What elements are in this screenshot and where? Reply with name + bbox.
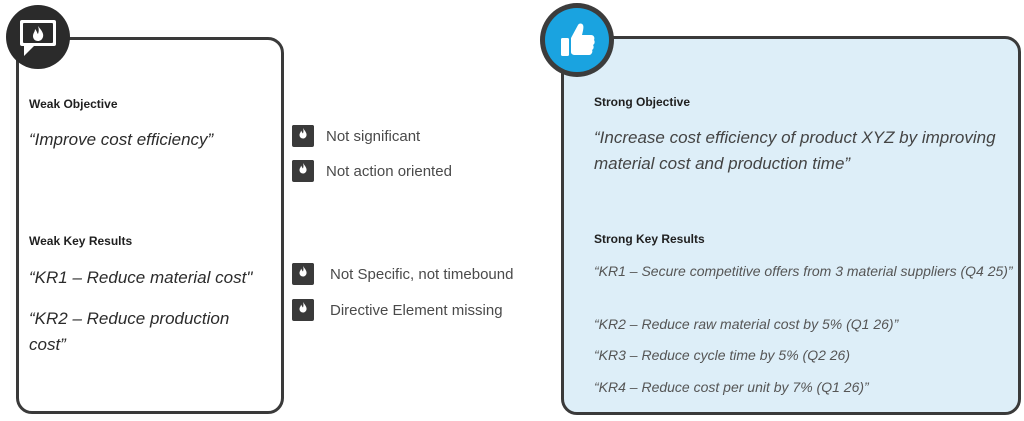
weak-kr1: “KR1 – Reduce material cost" <box>29 268 253 287</box>
critique-item: Not Specific, not timebound <box>292 263 513 285</box>
critique-text: Not significant <box>326 127 421 145</box>
flame-speech-icon <box>292 160 314 182</box>
weak-objective-text: “Improve cost efficiency” <box>29 130 214 149</box>
critique-text: Not Specific, not timebound <box>330 265 514 283</box>
weak-kr2: “KR2 – Reduce production cost” <box>29 309 230 354</box>
strong-key-results-label: Strong Key Results <box>594 232 705 246</box>
strong-kr2: “KR2 – Reduce raw material cost by 5% (Q… <box>594 316 899 332</box>
critique-item: Directive Element missing <box>292 299 503 321</box>
thumbs-up-icon <box>545 8 609 72</box>
thumbs-up-badge <box>540 3 614 77</box>
flame-badge-icon <box>6 5 70 69</box>
weak-key-results-label: Weak Key Results <box>29 234 133 248</box>
flame-speech-icon <box>292 263 314 285</box>
critique-text: Directive Element missing <box>330 301 503 319</box>
strong-card: Strong Objective “Increase cost efficien… <box>561 36 1021 415</box>
weak-objective-label: Weak Objective <box>29 97 118 111</box>
flame-speech-icon <box>292 125 314 147</box>
strong-kr1: “KR1 – Secure competitive offers from 3 … <box>594 263 1013 279</box>
strong-objective-text: “Increase cost efficiency of product XYZ… <box>594 128 996 173</box>
strong-kr4: “KR4 – Reduce cost per unit by 7% (Q1 26… <box>594 379 869 395</box>
critique-text: Not action oriented <box>326 162 452 180</box>
flame-speech-icon <box>292 299 314 321</box>
critique-item: Not action oriented <box>292 160 452 182</box>
critique-item: Not significant <box>292 125 420 147</box>
strong-objective-label: Strong Objective <box>594 95 691 109</box>
weak-card: Weak Objective “Improve cost efficiency”… <box>16 37 284 414</box>
strong-kr3: “KR3 – Reduce cycle time by 5% (Q2 26) <box>594 347 850 363</box>
